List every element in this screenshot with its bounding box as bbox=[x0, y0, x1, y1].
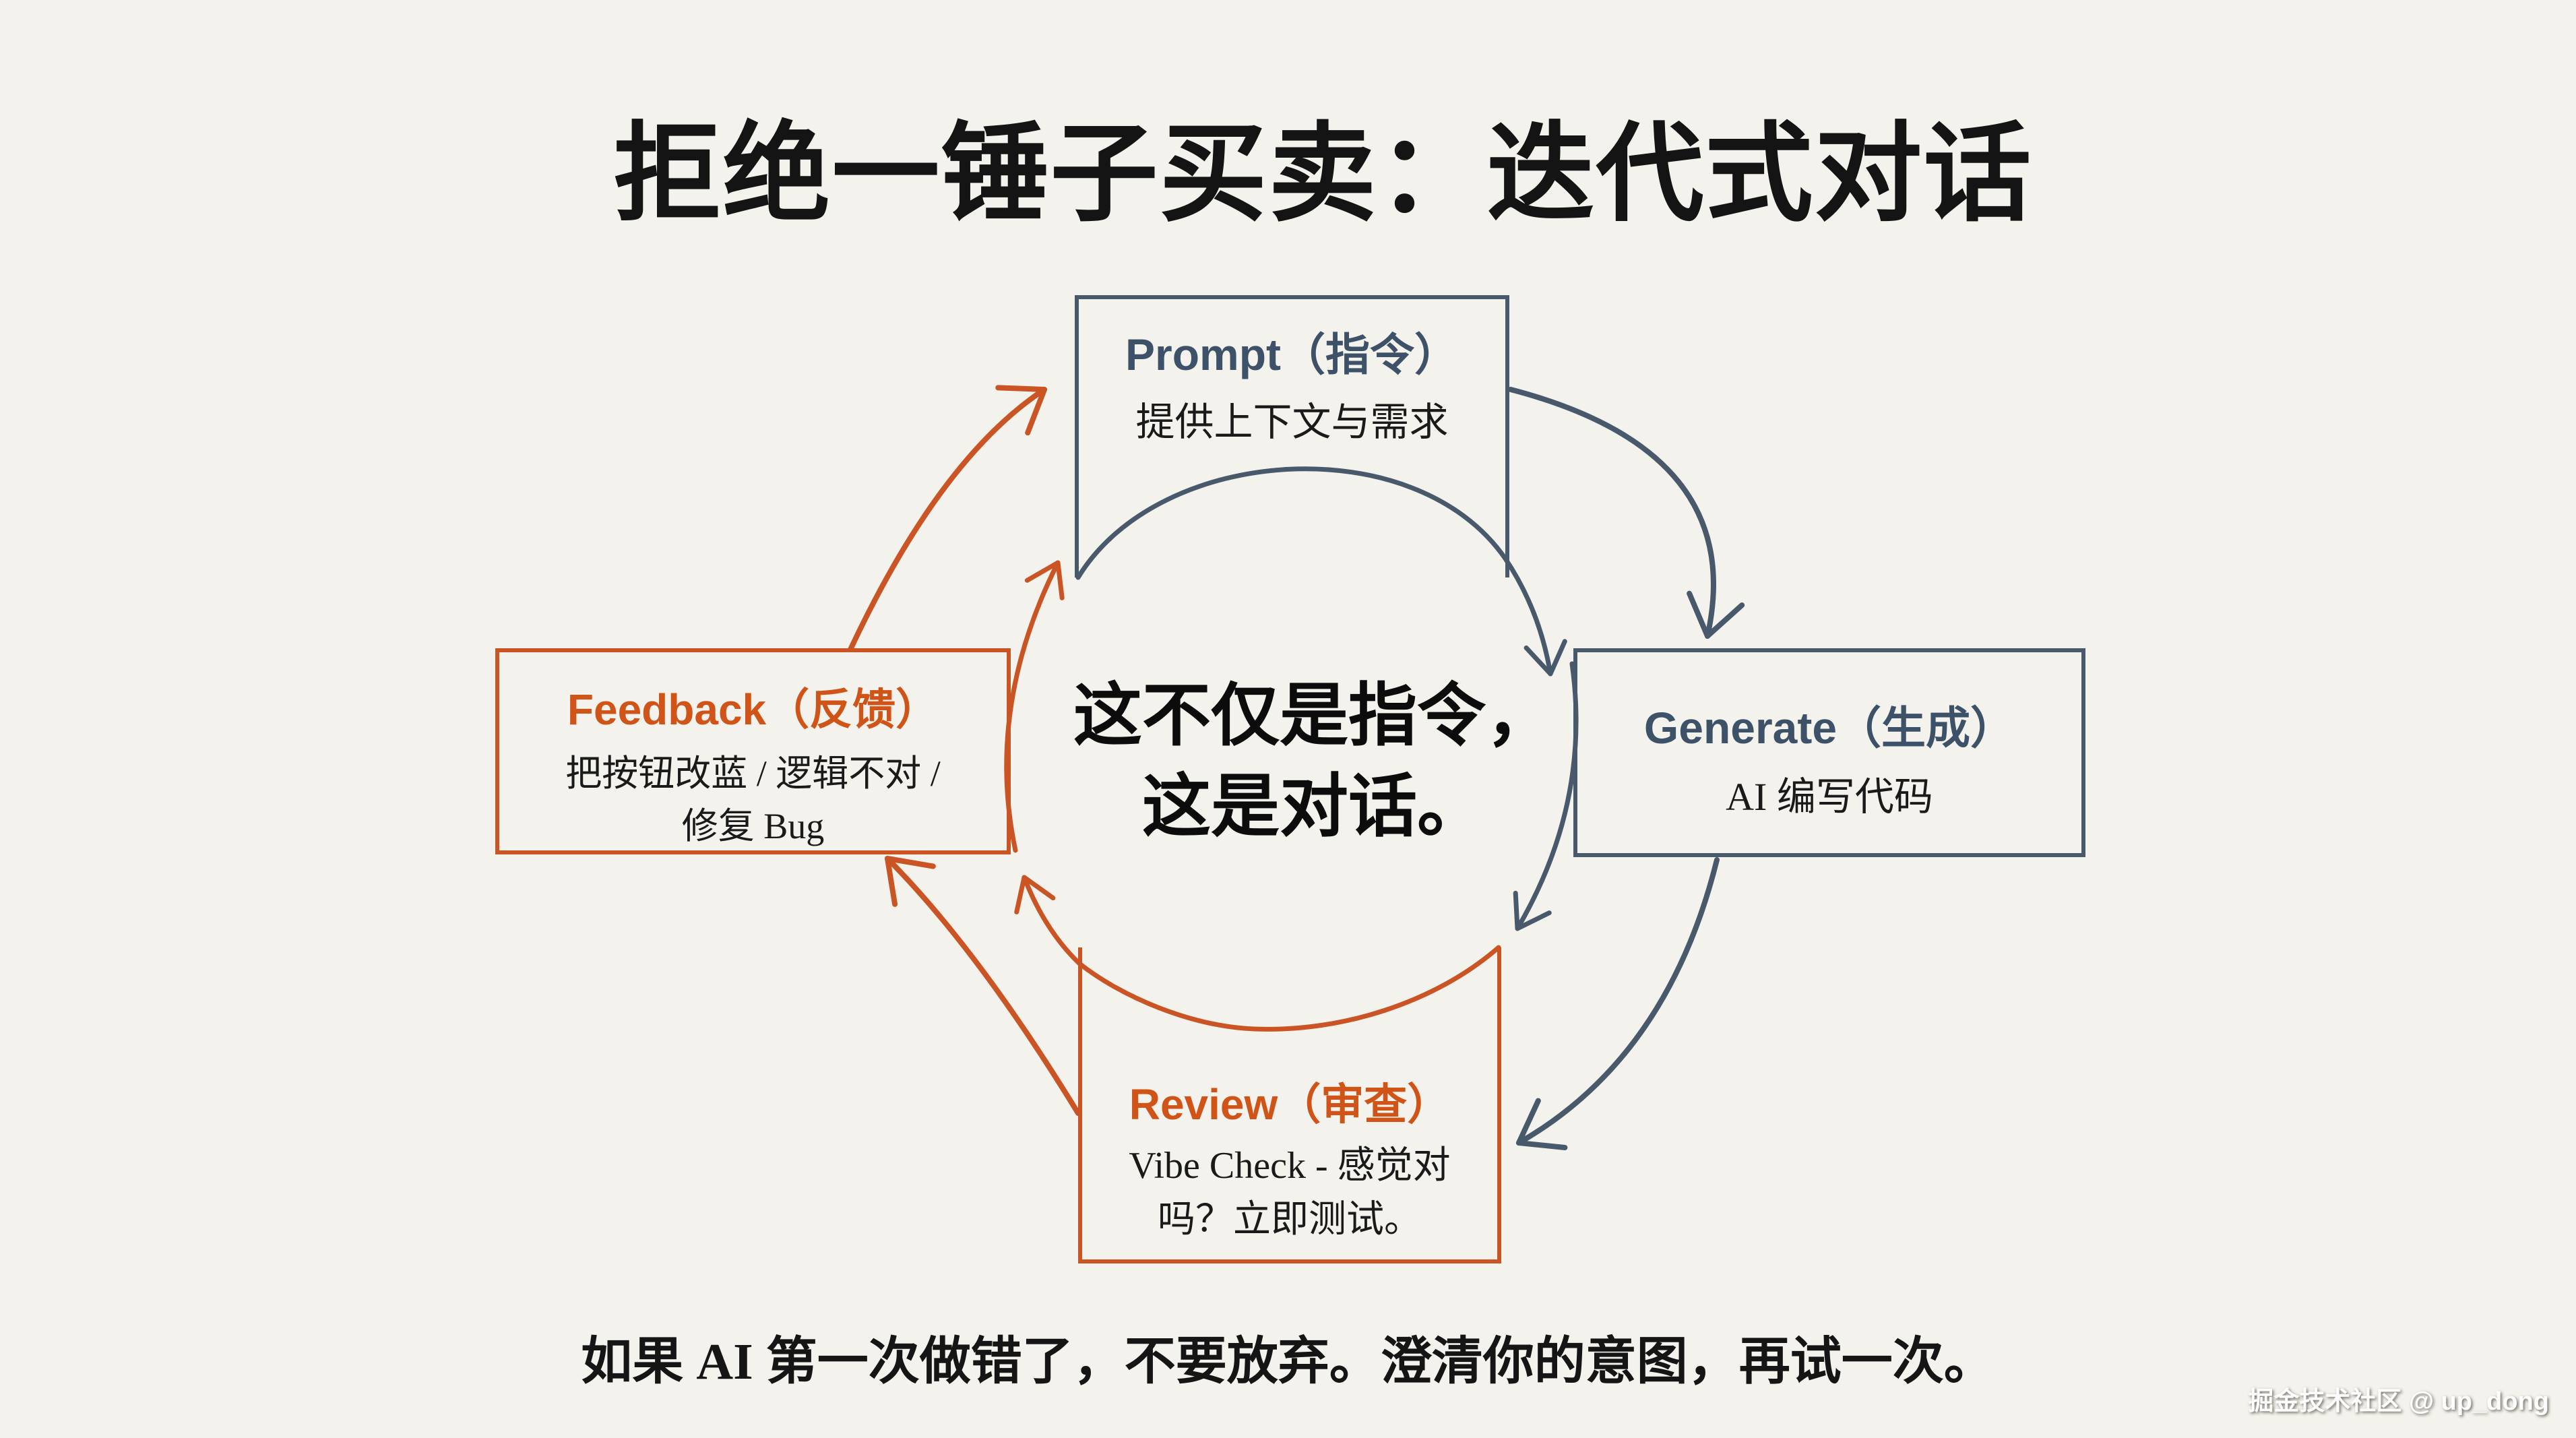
review-heading: Review（审查） bbox=[1129, 1080, 1451, 1129]
prompt-heading: Prompt（指令） bbox=[1125, 330, 1459, 379]
center-caption-line2: 这是对话。 bbox=[1142, 768, 1486, 845]
arrow-prompt-to-generate bbox=[1508, 387, 1745, 639]
center-caption: 这不仅是指令， 这是对话。 bbox=[1058, 670, 1570, 852]
node-generate: Generate（生成） AI 编写代码 bbox=[1573, 648, 2085, 857]
feedback-body-line1: 把按钮改蓝 / 逻辑不对 / bbox=[565, 753, 941, 794]
cycle-arc-left bbox=[1004, 560, 1065, 853]
review-body-line1: Vibe Check - 感觉对 bbox=[1129, 1145, 1451, 1187]
watermark: 掘金技术社区 @ up_dong bbox=[2248, 1387, 2549, 1416]
feedback-heading: Feedback（反馈） bbox=[567, 685, 939, 734]
feedback-body-line2: 修复 Bug bbox=[681, 806, 825, 847]
review-body-line2: 吗？立即测试。 bbox=[1158, 1198, 1422, 1241]
footer-note: 如果 AI 第一次做错了，不要放弃。澄清你的意图，再试一次。 bbox=[581, 1334, 1995, 1390]
generate-heading: Generate（生成） bbox=[1643, 703, 2015, 753]
node-feedback: Feedback（反馈） 把按钮改蓝 / 逻辑不对 / 修复 Bug bbox=[495, 648, 1011, 854]
page-title: 拒绝一锤子买卖：迭代式对话 bbox=[613, 113, 2033, 234]
node-review: Review（审查） Vibe Check - 感觉对 吗？立即测试。 bbox=[1078, 947, 1501, 1263]
center-caption-line1: 这不仅是指令， bbox=[1073, 677, 1554, 754]
generate-body: AI 编写代码 bbox=[1726, 774, 1933, 819]
prompt-body: 提供上下文与需求 bbox=[1135, 400, 1449, 444]
node-prompt: Prompt（指令） 提供上下文与需求 bbox=[1075, 295, 1509, 577]
arrow-generate-to-review bbox=[1516, 857, 1720, 1150]
arrow-feedback-to-prompt bbox=[848, 385, 1047, 652]
arrow-review-to-feedback bbox=[885, 856, 1081, 1116]
